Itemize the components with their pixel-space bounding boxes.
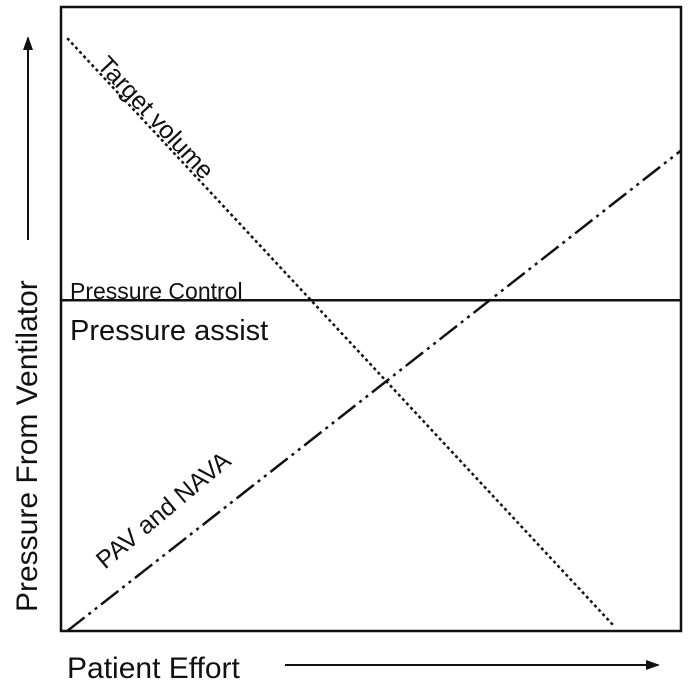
- x-axis-label: Patient Effort: [67, 652, 241, 685]
- label-pressure-assist: Pressure assist: [70, 315, 268, 347]
- series-line-pav-and-nava: [66, 149, 682, 632]
- series-line-target-volume: [66, 37, 614, 626]
- plot-frame: [59, 5, 683, 633]
- y-axis-label: Pressure From Ventilator: [11, 280, 44, 612]
- series-layer: [61, 37, 682, 632]
- label-pressure-control: Pressure Control: [70, 278, 243, 304]
- label-target-volume: Target volume: [92, 51, 220, 185]
